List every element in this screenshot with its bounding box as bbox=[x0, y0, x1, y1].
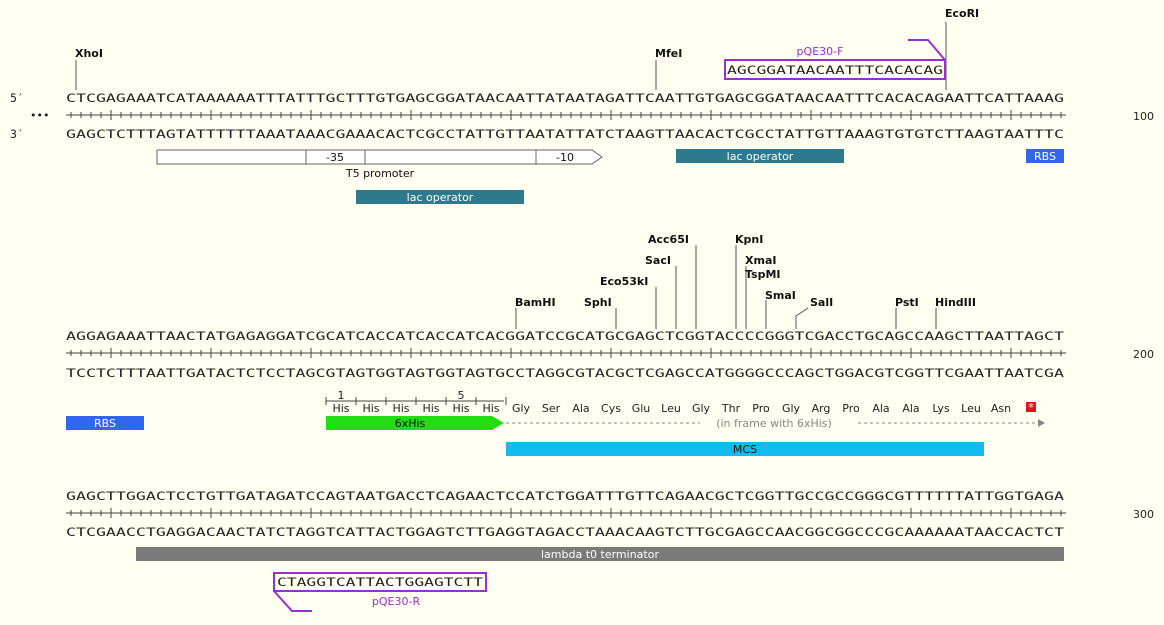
his-number-1: 1 bbox=[338, 389, 345, 402]
position-number: 300 bbox=[1133, 508, 1154, 521]
stop-codon-marker[interactable] bbox=[1026, 402, 1036, 412]
rbs-label: RBS bbox=[1034, 150, 1056, 163]
site-sali[interactable]: SalI bbox=[810, 296, 833, 309]
top-strand[interactable]: AGGAGAAATTAACTATGAGAGGATCGCATCACCATCACCA… bbox=[66, 329, 1064, 343]
mcs-residue: Glu bbox=[632, 402, 651, 415]
mcs-residue: Lys bbox=[932, 402, 950, 415]
ruler bbox=[66, 348, 1066, 358]
site-hindiii[interactable]: HindIII bbox=[935, 296, 976, 309]
mcs-residue: Pro bbox=[752, 402, 770, 415]
site-sphi[interactable]: SphI bbox=[584, 296, 612, 309]
his-number-5: 5 bbox=[458, 389, 465, 402]
his-residue: His bbox=[392, 402, 409, 415]
site-bamhi[interactable]: BamHI bbox=[515, 296, 556, 309]
primer-r-arrow bbox=[273, 590, 312, 612]
bottom-strand[interactable]: CTCGAACCTGAGGACAACTATCTAGGTCATTACTGGAGTC… bbox=[66, 525, 1064, 539]
site-ecori[interactable]: EcoRI bbox=[945, 7, 979, 20]
row-2: AGGAGAAATTAACTATGAGAGGATCGCATCACCATCACCA… bbox=[66, 233, 1154, 456]
site-tspmi[interactable]: TspMI bbox=[745, 268, 781, 281]
stop-codon-symbol: * bbox=[1028, 401, 1034, 414]
lac-operator-feature[interactable] bbox=[676, 149, 844, 163]
primer-r-sequence[interactable]: CTAGGTCATTACTGGAGTCTT bbox=[277, 575, 483, 589]
primer-f-box bbox=[724, 59, 946, 80]
his-tag-feature[interactable] bbox=[326, 416, 504, 430]
rbs-feature[interactable] bbox=[66, 416, 144, 430]
primer-r-label[interactable]: pQE30-R bbox=[372, 595, 421, 608]
promoter-35-box: -35 bbox=[326, 151, 344, 164]
mcs-residue: Leu bbox=[961, 402, 981, 415]
primer-f-arrow bbox=[908, 39, 946, 61]
his-residue: His bbox=[452, 402, 469, 415]
mcs-residue: Ala bbox=[572, 402, 589, 415]
ellipsis-marker: ••• bbox=[30, 109, 49, 122]
primer-f-sequence[interactable]: AGCGGATAACAATTTCACACAG bbox=[727, 63, 943, 77]
frame-arrowhead bbox=[1038, 419, 1045, 427]
bottom-strand[interactable]: GAGCTCTTTAGTATTTTTTAAATAAACGAAACACTCGCCT… bbox=[66, 127, 1064, 141]
lac-operator-feature[interactable] bbox=[356, 190, 524, 204]
his-residue: His bbox=[332, 402, 349, 415]
his-number-ticks bbox=[325, 397, 507, 405]
mcs-feature[interactable] bbox=[506, 442, 984, 456]
t5-promoter[interactable]: -35 -10 bbox=[156, 149, 603, 165]
three-prime-marker: 3′ bbox=[10, 127, 24, 141]
position-number: 200 bbox=[1133, 348, 1154, 361]
ruler bbox=[66, 110, 1066, 120]
row-3: GAGCTTGGACTCCTGTTGATAGATCCAGTAATGACCTCAG… bbox=[66, 489, 1154, 612]
his-tag-label: 6xHis bbox=[395, 417, 426, 430]
mcs-residues: Gly Ser Ala Cys Glu Leu Gly Thr Pro Gly Arg Pro Ala A… bbox=[512, 402, 1011, 415]
row-1: 5′ 3′ ••• CTCGAGAAATCATAAAAAATTTATTTGCTT… bbox=[10, 7, 1154, 204]
frame-note: (in frame with 6xHis) bbox=[716, 417, 832, 430]
mcs-residue: Gly bbox=[782, 402, 801, 415]
mcs-residue: Ala bbox=[902, 402, 919, 415]
his-residue: His bbox=[482, 402, 499, 415]
top-strand[interactable]: GAGCTTGGACTCCTGTTGATAGATCCAGTAATGACCTCAG… bbox=[66, 489, 1064, 503]
site-acc65i[interactable]: Acc65I bbox=[648, 233, 689, 246]
site-eco53ki[interactable]: Eco53kI bbox=[600, 275, 648, 288]
mcs-residue: Gly bbox=[512, 402, 531, 415]
bottom-strand[interactable]: TCCTCTTTAATTGATACTCTCCTAGCGTAGTGGTAGTGGT… bbox=[66, 366, 1064, 380]
site-saci[interactable]: SacI bbox=[645, 254, 671, 267]
mcs-residue: Ser bbox=[542, 402, 561, 415]
site-mfei[interactable]: MfeI bbox=[655, 47, 682, 60]
mcs-residue: Thr bbox=[721, 402, 741, 415]
site-smai[interactable]: SmaI bbox=[765, 289, 796, 302]
terminator-feature[interactable] bbox=[136, 547, 1064, 561]
site-tick-sali bbox=[795, 307, 809, 329]
ruler bbox=[66, 508, 1066, 518]
lac-operator-label: lac operator bbox=[407, 191, 474, 204]
site-psti[interactable]: PstI bbox=[895, 296, 919, 309]
mcs-label: MCS bbox=[733, 443, 757, 456]
primer-f-label[interactable]: pQE30-F bbox=[797, 45, 844, 58]
lac-operator-label: lac operator bbox=[727, 150, 794, 163]
rbs-feature[interactable] bbox=[1026, 149, 1064, 163]
promoter-10-box: -10 bbox=[556, 151, 574, 164]
site-kpni[interactable]: KpnI bbox=[735, 233, 763, 246]
terminator-label: lambda t0 terminator bbox=[541, 548, 659, 561]
mcs-residue: Gly bbox=[692, 402, 711, 415]
five-prime-marker: 5′ bbox=[10, 91, 24, 105]
his-residues: His His His His His His bbox=[332, 402, 499, 415]
mcs-residue: Cys bbox=[601, 402, 621, 415]
promoter-label: T5 promoter bbox=[345, 167, 415, 180]
mcs-residue: Ala bbox=[872, 402, 889, 415]
mcs-residue: Pro bbox=[842, 402, 860, 415]
rbs-label: RBS bbox=[94, 417, 116, 430]
mcs-residue: Leu bbox=[661, 402, 681, 415]
top-strand[interactable]: CTCGAGAAATCATAAAAAATTTATTTGCTTTGTGAGCGGA… bbox=[66, 91, 1064, 105]
mcs-residue: Arg bbox=[812, 402, 831, 415]
mcs-residue: Asn bbox=[991, 402, 1011, 415]
his-residue: His bbox=[422, 402, 439, 415]
position-number: 100 bbox=[1133, 110, 1154, 123]
primer-r-box bbox=[273, 572, 487, 592]
his-residue: His bbox=[362, 402, 379, 415]
site-xhoi[interactable]: XhoI bbox=[75, 47, 103, 60]
site-xmai[interactable]: XmaI bbox=[745, 254, 776, 267]
